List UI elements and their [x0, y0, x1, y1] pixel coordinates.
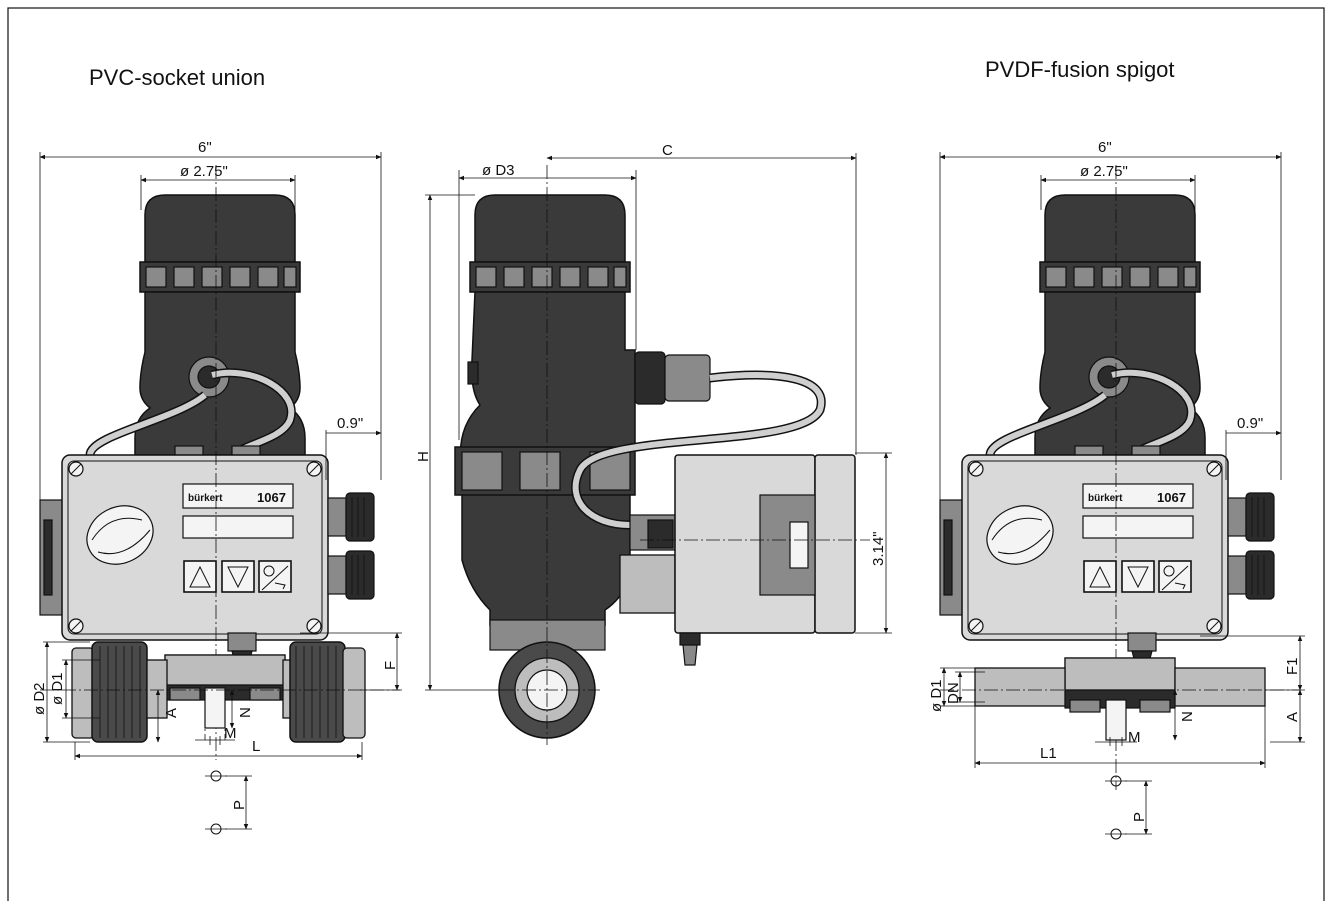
- middle-actuator-height-label: 3.14": [870, 531, 887, 566]
- left-d1-label: ø D1: [49, 672, 66, 705]
- title-right: PVDF-fusion spigot: [985, 57, 1175, 82]
- left-d2-label: ø D2: [31, 682, 48, 715]
- left-p-label: P: [231, 800, 248, 810]
- right-gland-offset-label: 0.9": [1237, 415, 1263, 432]
- left-gland-offset-label: 0.9": [337, 415, 363, 432]
- right-m-label: M: [1128, 729, 1141, 746]
- middle-c-label: C: [662, 142, 673, 159]
- left-brand-name: bürkert: [188, 493, 223, 504]
- middle-h-label: H: [415, 451, 432, 462]
- right-head-diameter-label: ø 2.75": [1080, 163, 1128, 180]
- right-brand-name: bürkert: [1088, 493, 1123, 504]
- right-brand-model: 1067: [1157, 490, 1186, 505]
- left-width-label: 6": [198, 139, 212, 156]
- right-l1-label: L1: [1040, 745, 1057, 762]
- left-brand-model: 1067: [257, 490, 286, 505]
- left-f-label: F: [382, 661, 399, 670]
- right-p-label: P: [1131, 812, 1148, 822]
- middle-view: ø D3 C H 3.14": [415, 142, 892, 745]
- left-a-label: A: [163, 708, 180, 718]
- right-n-label: N: [1179, 711, 1196, 722]
- middle-d3-label: ø D3: [482, 162, 515, 179]
- left-n-label: N: [237, 707, 254, 718]
- right-dn-label: DN: [945, 682, 962, 704]
- right-a-label: A: [1284, 712, 1301, 722]
- left-view: 6" ø 2.75" 0.9": [31, 139, 402, 835]
- right-width-label: 6": [1098, 139, 1112, 156]
- left-head-diameter-label: ø 2.75": [180, 163, 228, 180]
- right-d1-label: ø D1: [928, 679, 945, 712]
- left-m-label: M: [224, 725, 237, 742]
- right-view: 6" ø 2.75" 0.9" ø D1 DN N M: [928, 139, 1305, 840]
- right-f1-label: F1: [1284, 657, 1301, 675]
- title-left: PVC-socket union: [89, 65, 265, 90]
- left-l-label: L: [252, 738, 260, 755]
